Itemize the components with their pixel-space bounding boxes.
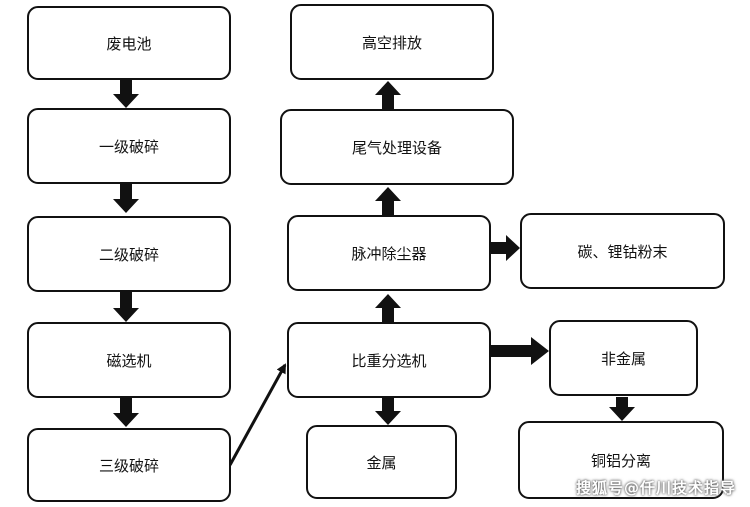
arrow-dust-to-exhaust — [375, 187, 401, 215]
arrow-tertiary-to-gravity — [228, 363, 287, 466]
node-waste-battery: 废电池 — [27, 6, 231, 80]
node-copper-aluminum-separation: 铜铝分离 — [518, 421, 724, 499]
arrow-primary-to-secondary — [113, 184, 139, 213]
arrow-secondary-to-magnetic — [113, 292, 139, 322]
node-magnetic-separator: 磁选机 — [27, 322, 231, 398]
node-high-altitude-emission: 高空排放 — [290, 4, 494, 80]
node-tertiary-crushing: 三级破碎 — [27, 428, 231, 502]
node-gravity-separator: 比重分选机 — [287, 322, 491, 398]
arrow-battery-to-primary — [113, 80, 139, 108]
arrow-gravity-to-nonmetal — [491, 337, 549, 365]
node-primary-crushing: 一级破碎 — [27, 108, 231, 184]
watermark: 搜狐号@仟川技术指导 — [575, 479, 736, 497]
arrow-exhaust-to-emission — [375, 81, 401, 109]
arrow-nonmetal-to-separation — [609, 397, 635, 421]
node-pulse-dust-collector: 脉冲除尘器 — [287, 215, 491, 291]
node-carbon-lico-powder: 碳、锂钴粉末 — [520, 213, 725, 289]
arrow-gravity-to-dust — [375, 294, 401, 322]
node-metal: 金属 — [306, 425, 457, 499]
arrow-magnetic-to-tertiary — [113, 398, 139, 427]
arrow-gravity-to-metal — [375, 397, 401, 425]
node-secondary-crushing: 二级破碎 — [27, 216, 231, 292]
arrow-dust-to-powder — [491, 235, 520, 261]
node-exhaust-treatment: 尾气处理设备 — [280, 109, 514, 185]
node-non-metal: 非金属 — [549, 320, 698, 396]
